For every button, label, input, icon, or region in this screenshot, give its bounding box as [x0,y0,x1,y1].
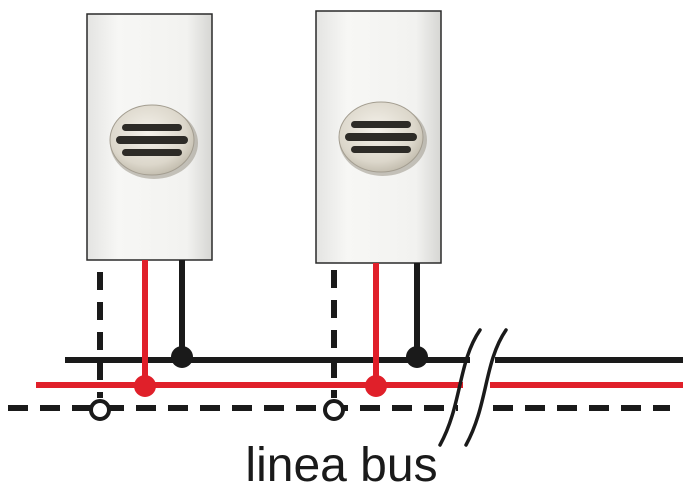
line-break-symbol [438,328,508,447]
red-junction-dot [134,375,156,397]
module-1 [86,13,213,261]
black-junction-dot [406,346,428,368]
module-2 [315,10,442,264]
sensor-knob-icon [338,101,427,176]
module-2-wires [331,263,420,398]
red-junction-dot [365,375,387,397]
black-junction-dot [171,346,193,368]
open-junction-dot [89,399,111,421]
sensor-knob-icon [109,104,198,179]
linea-bus-caption: linea bus [245,439,438,492]
open-junction-dot [323,399,345,421]
module-1-wires [97,260,185,398]
